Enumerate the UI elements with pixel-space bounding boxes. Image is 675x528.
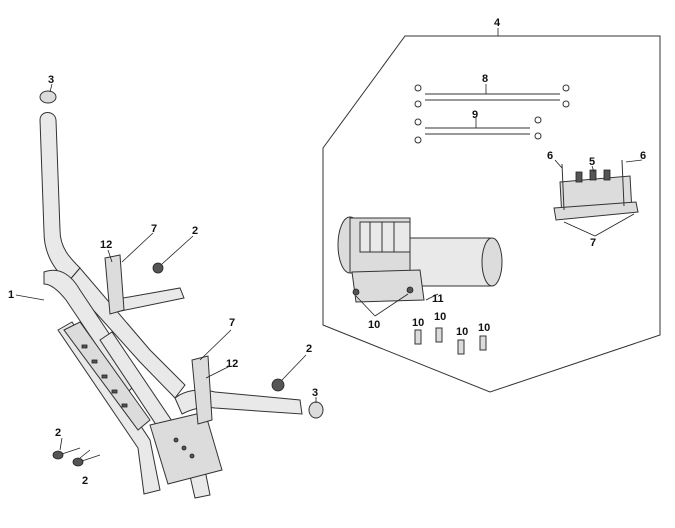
mount-bracket-left: [104, 254, 125, 315]
battery-cable-8: [414, 84, 570, 108]
callout-5: 5: [589, 156, 595, 168]
callout-2-left-lower: 2: [82, 475, 88, 487]
callout-6-right: 6: [640, 150, 646, 162]
callout-6-left: 6: [547, 150, 553, 162]
winch-assembly: [337, 216, 503, 303]
winch-contactor: [553, 159, 639, 221]
end-cap-right: [308, 401, 324, 419]
nut-mid: [152, 262, 164, 274]
callout-10-winch: 10: [368, 319, 380, 331]
nut-right: [271, 378, 285, 392]
callout-4: 4: [494, 17, 501, 29]
callout-10-bolt-4: 10: [478, 322, 490, 334]
callout-2-left-upper: 2: [55, 427, 61, 439]
callout-9: 9: [472, 109, 478, 121]
callout-7-left: 7: [151, 223, 157, 235]
callout-8: 8: [482, 73, 488, 85]
bumper-frame: [39, 112, 303, 499]
callout-12-center: 12: [226, 358, 238, 370]
bolt-left-lower: [72, 454, 101, 467]
leader-lines: [15, 28, 643, 459]
callout-7-center: 7: [229, 317, 235, 329]
callout-11: 11: [432, 293, 444, 305]
bolt-left-upper: [52, 447, 81, 460]
callout-10-bolt-3: 10: [456, 326, 468, 338]
callout-3-top: 3: [48, 74, 54, 86]
callout-3-right: 3: [312, 387, 318, 399]
end-cap-top: [39, 90, 57, 104]
callout-1: 1: [8, 289, 14, 301]
winch-kit-panel-outline: [322, 35, 661, 393]
callout-12-left: 12: [100, 239, 112, 251]
winch-bolts: [414, 327, 487, 355]
callout-10-bolt-2: 10: [434, 311, 446, 323]
callout-7-winch: 7: [590, 237, 596, 249]
callout-2-mid: 2: [192, 225, 198, 237]
callout-2-right: 2: [306, 343, 312, 355]
callout-10-bolt-1: 10: [412, 317, 424, 329]
battery-cable-9: [414, 116, 542, 144]
mount-bracket-right: [191, 355, 213, 425]
